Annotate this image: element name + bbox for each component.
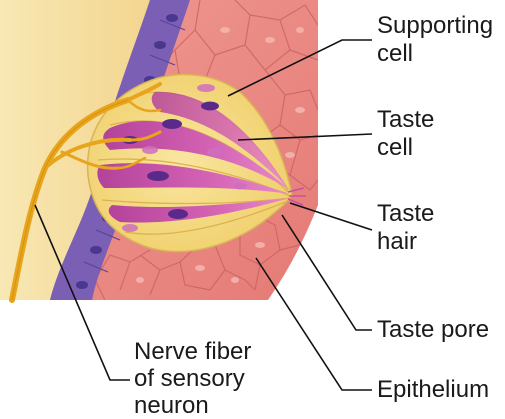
- label-taste-cell-line2: cell: [377, 134, 434, 162]
- label-supporting-cell-line2: cell: [377, 40, 493, 68]
- label-epithelium: Epithelium: [377, 376, 489, 404]
- label-taste-cell-line1: Taste: [377, 106, 434, 134]
- label-taste-hair: Taste hair: [377, 200, 434, 256]
- label-nerve-fiber-line1: Nerve fiber: [134, 338, 251, 365]
- label-nerve-fiber-line3: neuron: [134, 392, 251, 419]
- label-nerve-fiber-line2: of sensory: [134, 365, 251, 392]
- label-taste-pore: Taste pore: [377, 316, 489, 344]
- label-taste-cell: Taste cell: [377, 106, 434, 162]
- label-nerve-fiber: Nerve fiber of sensory neuron: [134, 338, 251, 419]
- label-taste-hair-line2: hair: [377, 228, 434, 256]
- label-supporting-cell-line1: Supporting: [377, 12, 493, 40]
- label-supporting-cell: Supporting cell: [377, 12, 493, 68]
- label-taste-hair-line1: Taste: [377, 200, 434, 228]
